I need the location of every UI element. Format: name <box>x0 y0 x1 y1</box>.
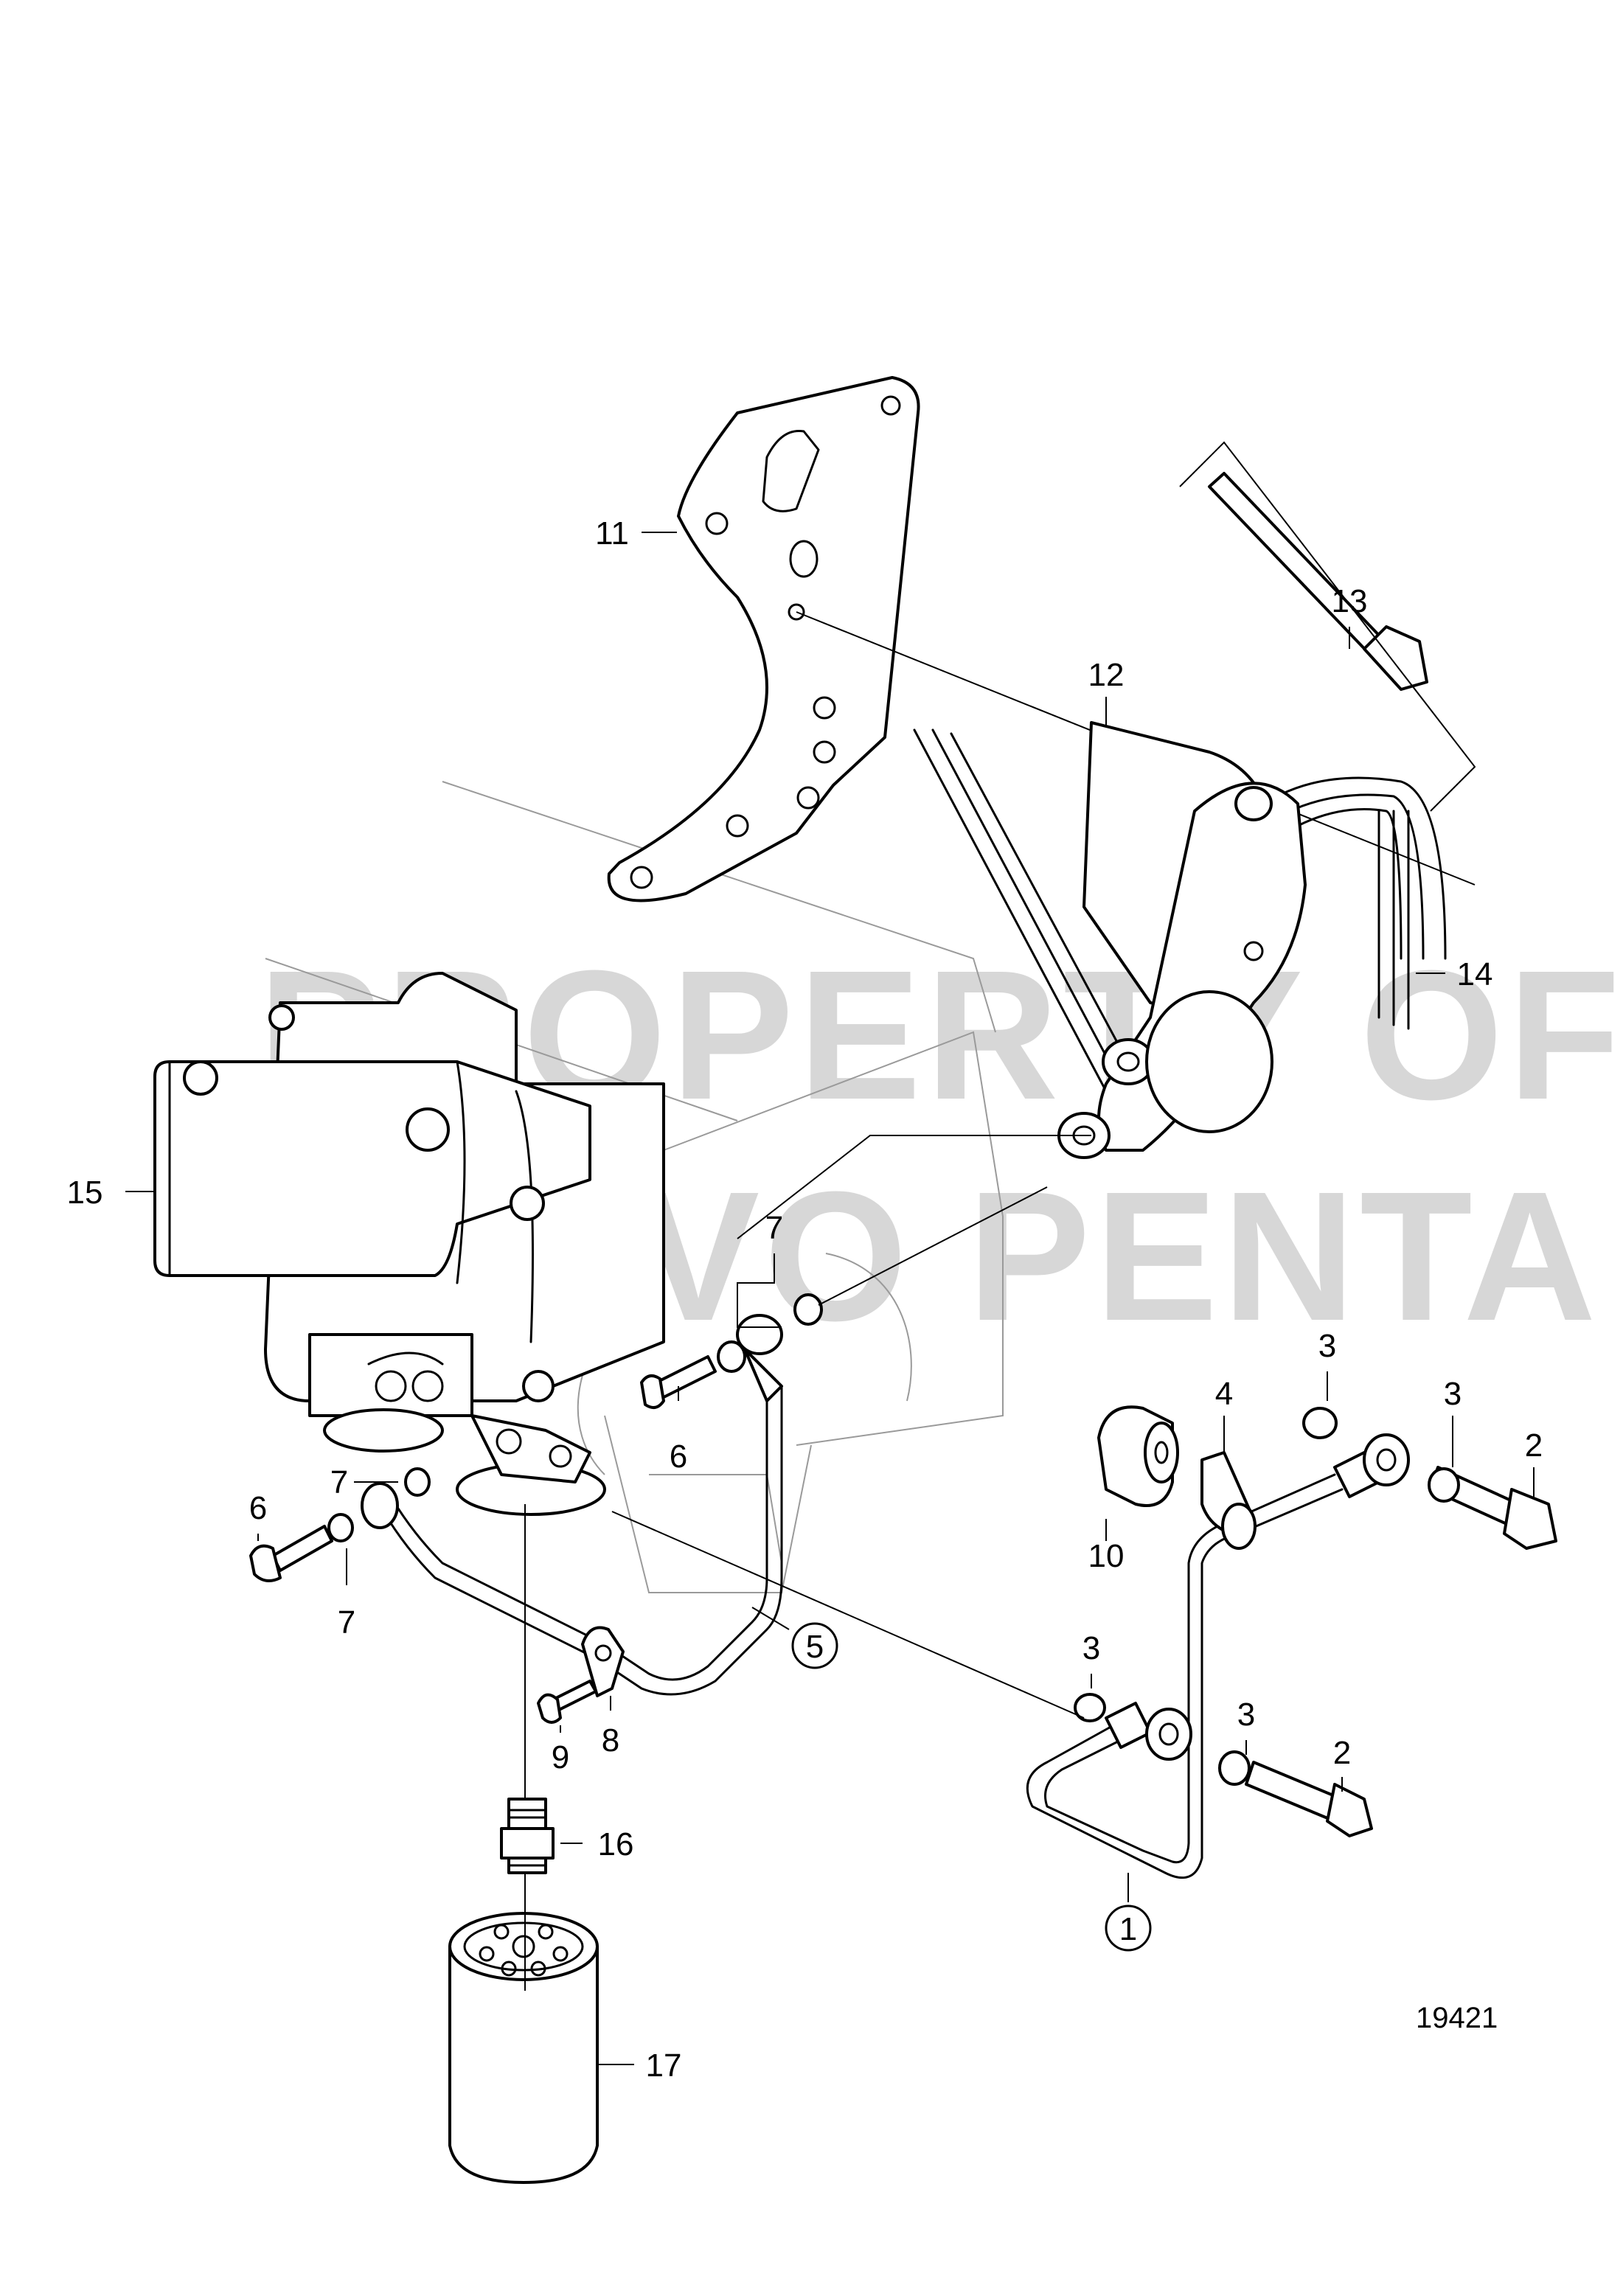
callout-1: 1 <box>1119 1911 1137 1947</box>
callout-7-low: 7 <box>338 1604 355 1641</box>
part-15-oil-cooler <box>153 972 665 1516</box>
callout-15: 15 <box>67 1175 103 1211</box>
part-9-bolt <box>537 1680 597 1724</box>
part-3-washers <box>1074 1407 1460 1786</box>
part-4-pipe-clamp <box>1200 1451 1257 1550</box>
part-17-oil-filter <box>448 1912 599 2184</box>
callout-labels: 11 12 13 14 15 7 6 3 4 3 2 10 7 6 7 3 3 … <box>67 515 1543 2084</box>
part-6-banjo-bolt-right <box>640 1355 717 1409</box>
part-13-bolt <box>1179 441 1476 812</box>
callout-17: 17 <box>646 2048 682 2084</box>
callout-6-left: 6 <box>249 1490 267 1526</box>
callout-7-top: 7 <box>765 1210 783 1246</box>
callout-10: 10 <box>1088 1538 1125 1574</box>
callout-3-upper-left: 3 <box>1318 1328 1336 1364</box>
part-16-threaded-nipple <box>500 1798 555 1874</box>
callout-2-upper: 2 <box>1525 1427 1543 1464</box>
callout-8: 8 <box>602 1722 619 1758</box>
part-1-oil-pipe <box>1026 1433 1410 1879</box>
callout-12: 12 <box>1088 657 1125 693</box>
callout-1-circle <box>1105 1904 1152 1952</box>
callout-2-lower: 2 <box>1333 1735 1351 1771</box>
drawing-number: 19421 <box>1416 2002 1498 2034</box>
part-11-mounting-bracket <box>607 376 920 902</box>
callout-5-circle <box>791 1622 838 1669</box>
part-7-washers <box>327 1293 823 1542</box>
leader-lines <box>125 532 1535 2065</box>
callout-3-upper-right: 3 <box>1444 1376 1462 1412</box>
callout-13: 13 <box>1332 583 1368 619</box>
callout-4: 4 <box>1215 1376 1233 1412</box>
callout-6-right: 6 <box>670 1439 687 1475</box>
callout-3-lower-right: 3 <box>1237 1697 1255 1733</box>
callout-16: 16 <box>598 1826 634 1862</box>
callout-7-mid: 7 <box>330 1464 348 1500</box>
callout-3-lower-left: 3 <box>1082 1630 1100 1666</box>
callout-5: 5 <box>806 1629 824 1665</box>
part-2-banjo-bolt-lower <box>1245 1761 1373 1837</box>
part-5-oil-pipe <box>361 1314 783 1696</box>
callout-14: 14 <box>1457 956 1493 992</box>
callout-11: 11 <box>595 515 629 552</box>
part-6-banjo-bolt-left <box>249 1525 333 1582</box>
part-12-belt-tensioner <box>1057 721 1307 1159</box>
callout-9: 9 <box>552 1739 569 1775</box>
part-10-sleeve <box>1097 1405 1179 1507</box>
part-8-clamp <box>581 1626 625 1697</box>
part-14-drive-belt <box>913 728 1447 1093</box>
